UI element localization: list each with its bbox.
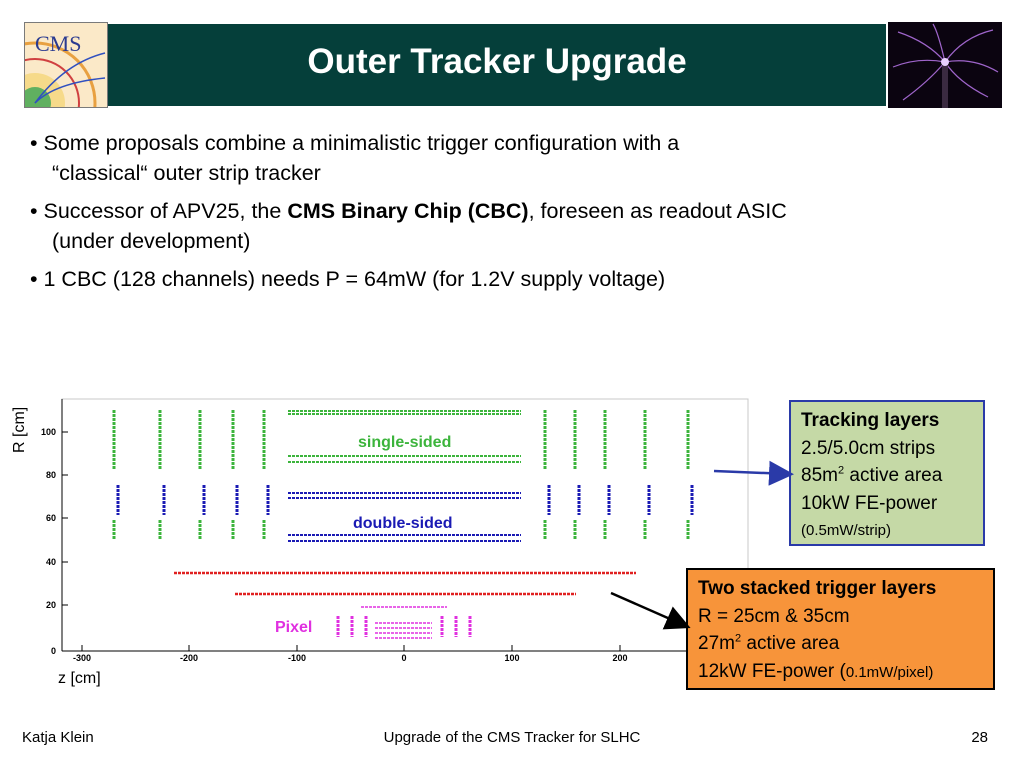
y-tick-label: 100 [41,427,56,437]
trigger-box-title: Two stacked trigger layers [698,578,937,599]
tracker-layout-plot: 100 80 60 40 20 0 -300 -200 -100 0 100 2… [41,398,749,663]
bullet-item: • Some proposals combine a minimalistic … [30,128,990,188]
tracking-box-note: (0.5mW/strip) [801,522,891,539]
tracking-box-line: 10kW FE-power [801,492,938,514]
plasma-photo [888,22,1002,108]
slide-title: Outer Tracker Upgrade [307,42,687,81]
trigger-layers-box: Two stacked trigger layers R = 25cm & 35… [686,568,995,690]
bullet-bold-text: CMS Binary Chip (CBC) [287,199,529,223]
x-tick-label: -100 [288,653,306,663]
y-tick-label: 0 [51,646,56,656]
y-tick-label: 40 [46,557,56,567]
bullet-text: • 1 CBC (128 channels) needs P = 64mW (f… [30,267,666,291]
x-tick-label: 200 [612,653,627,663]
tracking-layers-box: Tracking layers 2.5/5.0cm strips 85m2 ac… [789,400,985,546]
plot-x-axis-label: z [cm] [58,670,101,687]
trigger-box-line: 27m2 active area [698,632,840,654]
title-bar: Outer Tracker Upgrade [108,24,886,106]
bullet-item: • 1 CBC (128 channels) needs P = 64mW (f… [30,264,990,294]
pixel-label: Pixel [275,619,312,636]
bullet-list: • Some proposals combine a minimalistic … [30,128,990,302]
x-tick-label: -300 [73,653,91,663]
cms-logo: CMS [24,22,108,108]
y-tick-labels: 100 80 60 40 20 0 [41,427,56,656]
x-tick-labels: -300 -200 -100 0 100 200 [73,653,628,663]
page-number: 28 [971,729,988,746]
bullet-text: • Some proposals combine a minimalistic … [30,131,680,155]
footer-title: Upgrade of the CMS Tracker for SLHC [383,729,641,746]
trigger-box-line: 12kW FE-power (0.1mW/pixel) [698,660,934,682]
bullet-text: , foreseen as readout ASIC [528,199,787,223]
slide-header: CMS Outer Tracker Upgrade [24,22,1002,108]
bullet-text-continued: (under development) [52,229,251,253]
tracking-box-title: Tracking layers [801,410,940,431]
x-tick-label: -200 [180,653,198,663]
bullet-text-continued: “classical“ outer strip tracker [52,161,321,185]
tracking-box-line: 2.5/5.0cm strips [801,437,936,459]
logo-text: CMS [35,31,81,56]
bullet-text: • Successor of APV25, the [30,199,288,223]
y-tick-label: 20 [46,600,56,610]
bullet-item: • Successor of APV25, the CMS Binary Chi… [30,196,990,256]
double-sided-label: double-sided [353,515,453,532]
y-tick-label: 60 [46,513,56,523]
single-sided-label: single-sided [358,434,451,451]
y-tick-label: 80 [46,470,56,480]
footer-author: Katja Klein [22,729,94,746]
trigger-box-line: R = 25cm & 35cm [698,605,850,627]
tracking-box-line: 85m2 active area [801,464,943,486]
x-tick-label: 0 [401,653,406,663]
x-tick-label: 100 [504,653,519,663]
